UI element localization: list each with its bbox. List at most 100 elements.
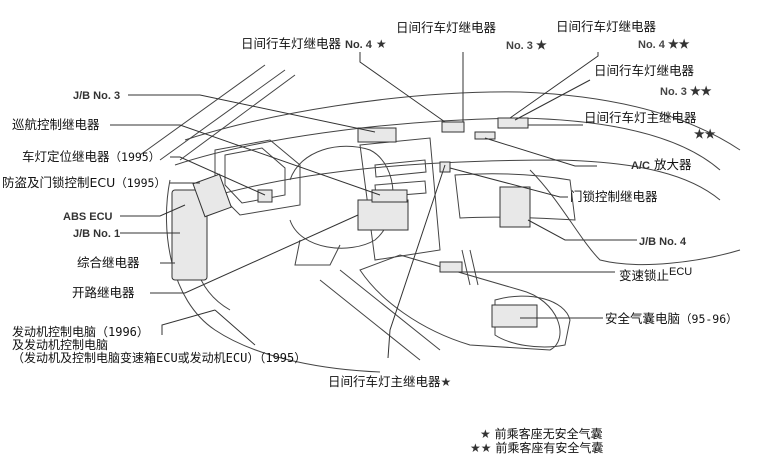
label-circuit-opening-relay: 开路继电器 [72,285,135,300]
leader-headlamp-position [170,156,266,196]
label-integration-relay: 综合继电器 [77,255,140,270]
leader-circuit-opening [150,214,359,294]
star-marker-icon: ★ [375,37,387,51]
year-note: （95-96） [680,312,738,326]
legend: ★ 前乘客座无安全气囊 ★★ 前乘客座有安全气囊 [470,427,603,455]
ecu-module-upper [371,189,408,203]
label-drl-relay-no3-star-number: No. 3 ★ [506,38,547,52]
label-drl-relay-no3-star: 日间行车灯继电器 [396,21,496,35]
label-theft-door-lock-ecu: 防盗及门锁控制ECU（1995） [2,175,166,191]
leader-drl-no4-2star [509,52,599,119]
label-text: 日间行车灯主继电器 [584,110,697,125]
double-star-marker-icon: ★★ [470,441,492,455]
label-text: 日间行车灯继电器 [556,19,657,34]
label-jb-no1: J/B No. 1 [73,228,121,240]
label-abs-ecu: ABS ECU [63,211,113,223]
dashboard-front-edge [199,159,721,201]
shift-lever [461,249,479,286]
label-text: 变速锁止 [619,268,670,283]
star-marker-icon: ★★ [689,84,712,98]
leader-jb-no3 [128,94,376,133]
floor-line [319,269,441,361]
steering-column [294,239,341,266]
star-marker-icon: ★ [535,38,547,52]
label-jb-no4: J/B No. 4 [639,236,687,248]
label-drl-relay-no4-2star-number: No. 4 ★★ [638,37,689,51]
label-cruise-control-relay: 巡航控制继电器 [12,117,100,132]
left-relay-block [171,189,208,281]
leader-engine-ecu [161,309,256,346]
leader-drl-no3-2star [514,79,591,121]
label-text: 安全气囊电脑 [605,311,681,326]
door-lock-relay-box [439,161,451,173]
glovebox [454,173,576,221]
shift-lock-ecu-box [439,261,463,273]
relay-number: No. 4 [638,39,665,51]
relay-number: No. 3 [660,86,687,98]
leader-cruise-control [110,124,381,196]
label-door-lock-control-relay: 门锁控制继电器 [570,189,658,204]
year-note: （1995） [109,150,161,164]
year-note: （1995） [115,176,166,190]
jb-no4-block [499,186,531,228]
legend-item-double-star: ★★ 前乘客座有安全气囊 [470,441,603,455]
label-text: 防盗及门锁控制ECU [2,175,116,190]
label-ac-amplifier: A/C 放大器 [631,158,691,173]
label-drl-relay-no4-star: 日间行车灯继电器 No. 4 ★ [241,37,387,52]
engine-ecu-line-3: （发动机及控制电脑变速箱ECU或发动机ECU）（1995） [12,351,307,365]
label-drl-main-relay-2star: 日间行车灯主继电器 [584,111,697,125]
armrest [494,295,571,348]
legend-item-single-star: ★ 前乘客座无安全气囊 [470,427,603,441]
leader-door-lock [449,167,568,198]
label-text: 日间行车灯继电器 [396,20,497,35]
drl-relay-no3-star-box [441,121,465,133]
label-text: 车灯定位继电器 [22,149,110,164]
label-text: 日间行车灯继电器 [594,63,695,78]
engine-ecu-box [357,199,409,231]
leader-abs-ecu [120,204,186,217]
airbag-ecu-box [491,304,538,328]
radio-slot [374,159,427,178]
label-jb-no3: J/B No. 3 [73,90,121,102]
legend-text: 前乘客座无安全气囊 [494,427,603,441]
star-marker-icon: ★ [480,427,491,441]
cruise-control-relay-box [357,127,397,143]
star-marker-icon: ★ [440,375,452,389]
label-drl-main-relay-star: 日间行车灯主继电器★ [328,374,452,390]
ac-amplifier-box [474,131,496,140]
relay-number: No. 4 [345,39,372,51]
label-text: 日间行车灯继电器 [241,36,342,51]
label-drl-relay-no3-2star: 日间行车灯继电器 [594,64,694,78]
dashboard-top-edge [184,91,741,151]
label-shift-lock-ecu: 变速锁止ECU [619,265,692,283]
label-airbag-ecu: 安全气囊电脑（95-96） [605,311,738,327]
relay-number: No. 3 [506,40,533,52]
leader-drl-no4-star [359,52,446,123]
right-door-edge [529,169,741,266]
center-console [359,254,561,351]
leader-jb-no4 [527,219,637,241]
theft-ecu-box [192,173,232,218]
label-drl-relay-no3-2star-number: No. 3 ★★ [660,84,711,98]
drl-relay-2star-box [497,117,529,129]
label-headlamp-position-relay: 车灯定位继电器（1995） [22,149,161,165]
left-door-edge [165,179,381,373]
star-marker-icon: ★★ [667,37,690,51]
label-drl-main-relay-2star-marker: ★★ [694,127,716,141]
label-text: 放大器 [653,157,692,172]
engine-ecu-line-1: 发动机控制电脑（1996） [12,325,149,339]
headlamp-position-relay-box [257,189,273,203]
ac-prefix: A/C [631,160,650,172]
cluster-inner [224,147,286,204]
legend-text: 前乘客座有安全气囊 [495,441,604,455]
leader-ac-amplifier [484,137,597,167]
leader-drl-main-star [387,164,446,359]
windshield-pillar [139,64,296,161]
label-text: 日间行车灯主继电器 [328,374,441,389]
label-engine-ecu: 发动机控制电脑（1996） 及发动机控制电脑 （发动机及控制电脑变速箱ECU或发… [12,326,306,365]
ecu-suffix: ECU [669,266,693,278]
label-drl-relay-no4-2star: 日间行车灯继电器 [556,20,656,34]
star-marker-icon: ★★ [694,127,716,141]
engine-ecu-line-2: 及发动机控制电脑 [12,338,109,352]
